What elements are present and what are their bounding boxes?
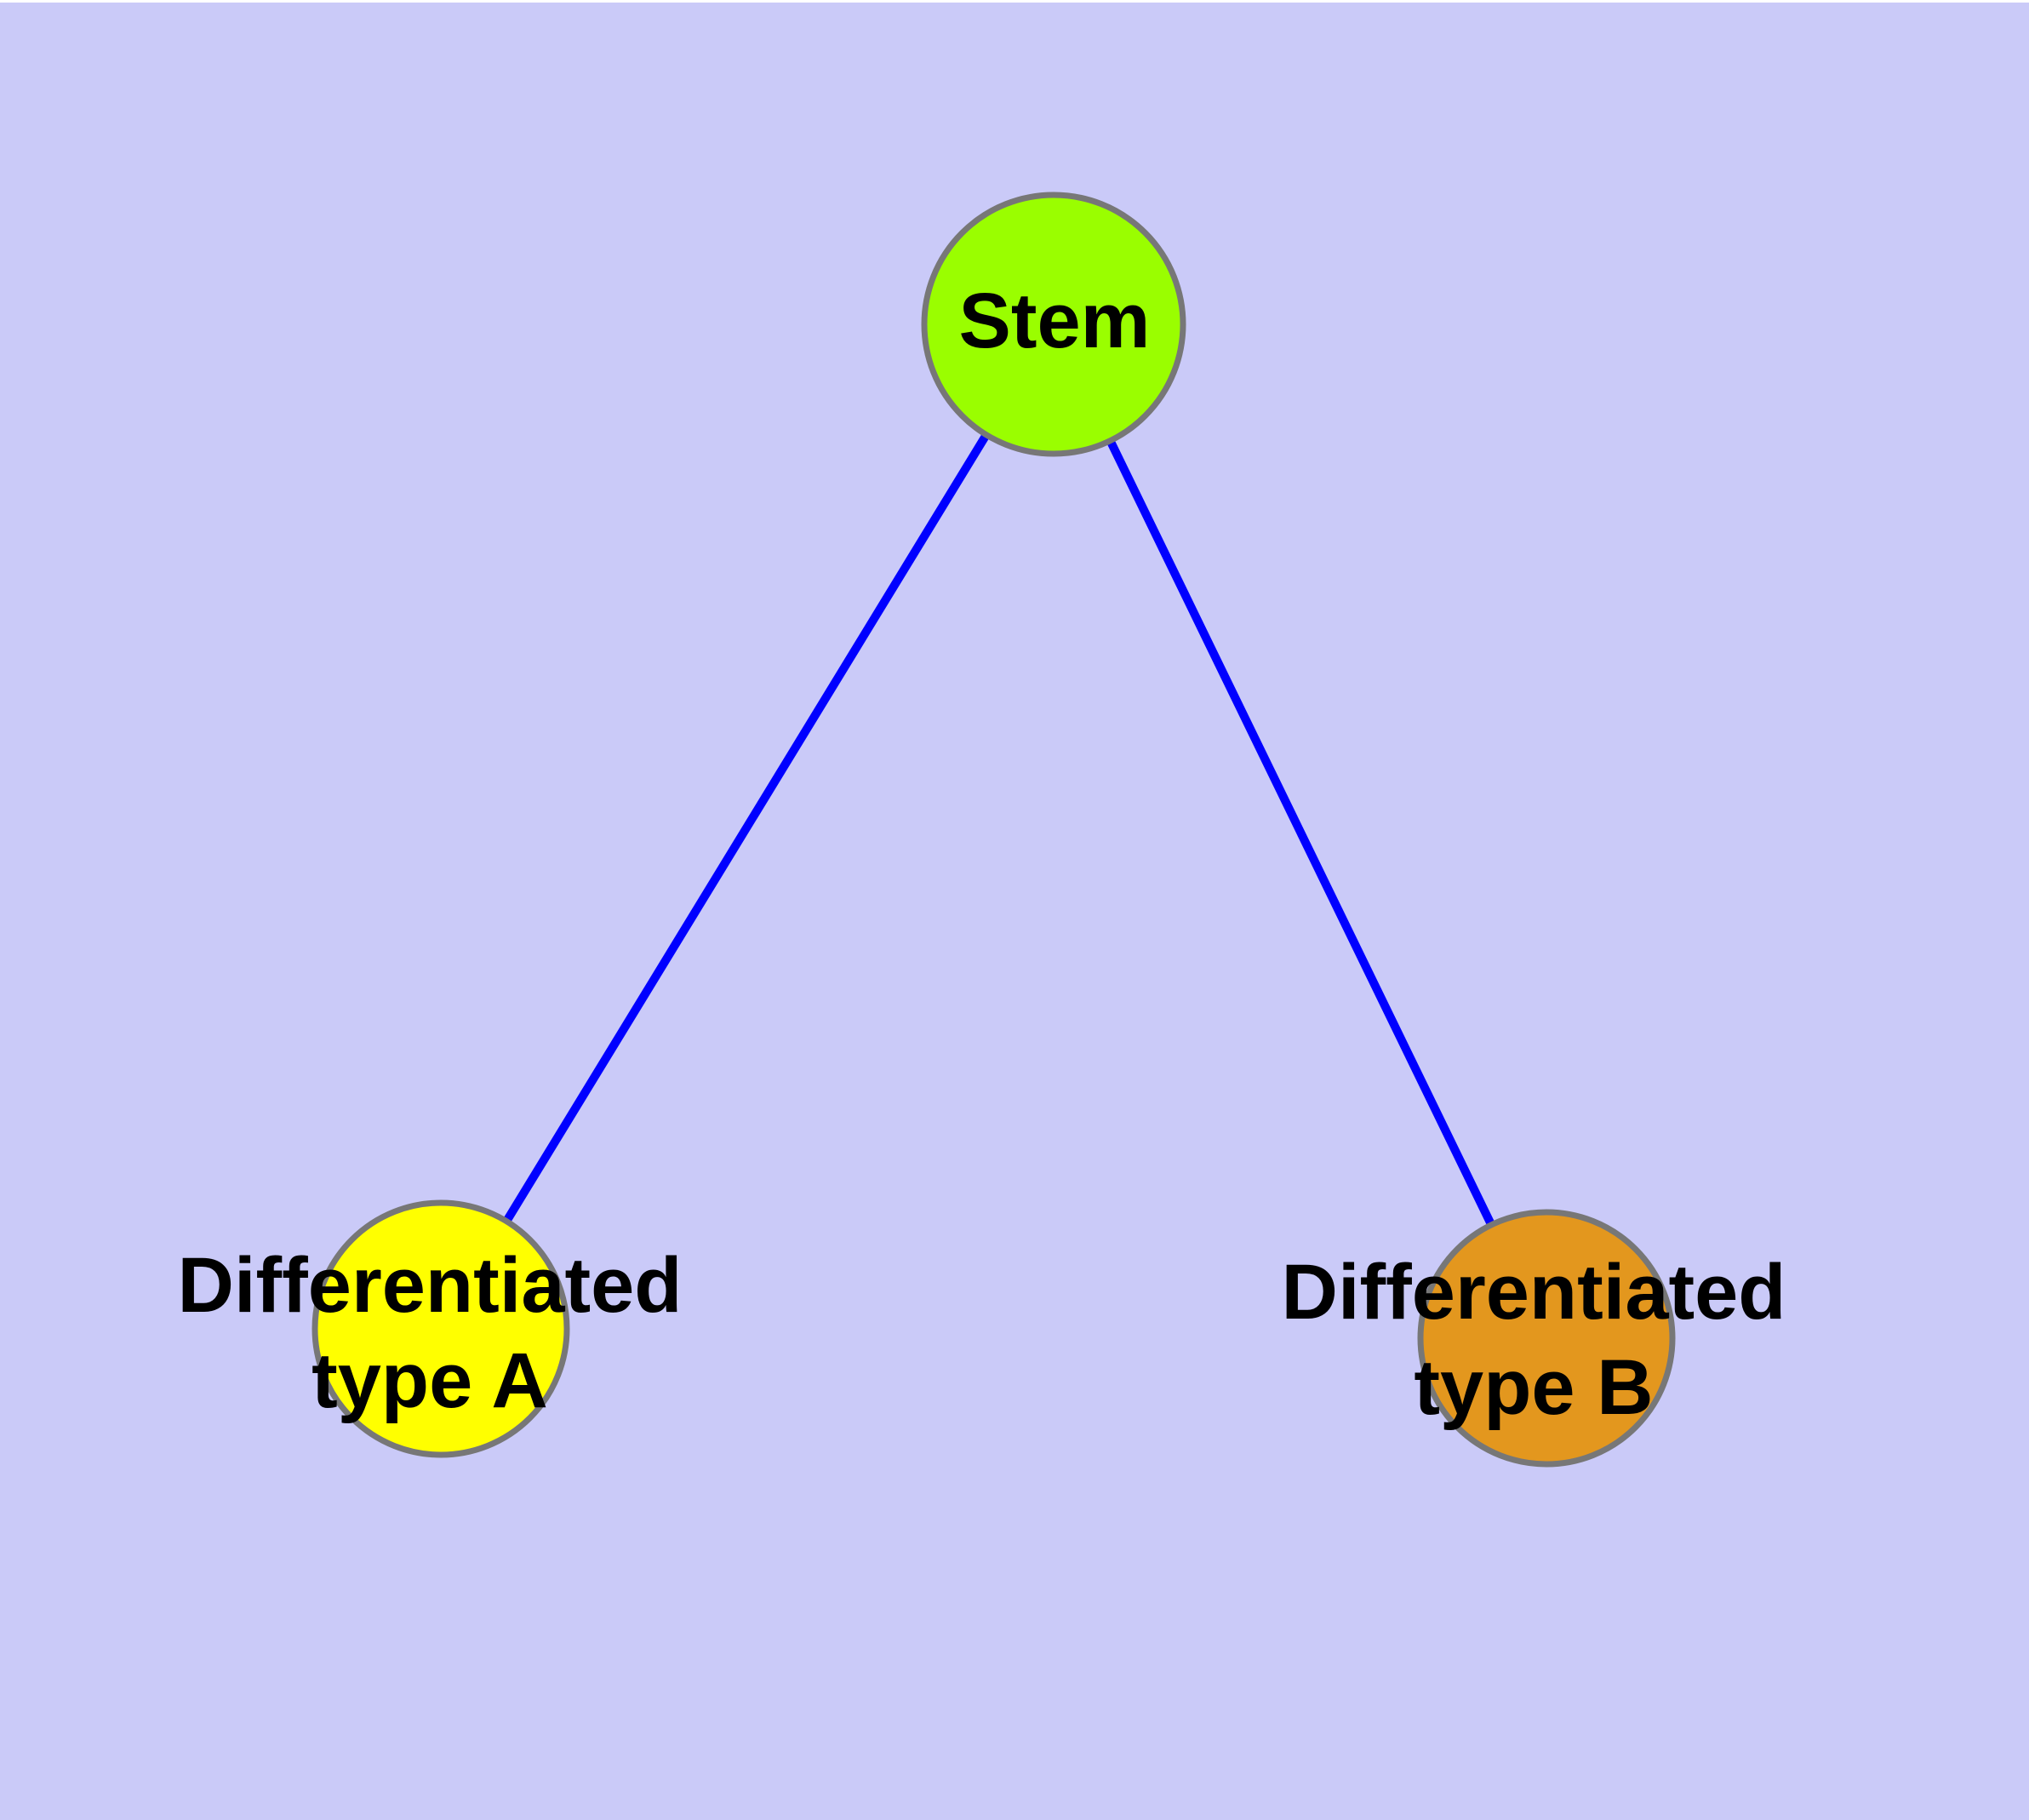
edge-stem-to-type-a [437, 322, 1058, 1331]
node-label-type-a-line1: Differentiated [177, 1242, 683, 1329]
top-white-strip [0, 0, 2029, 3]
node-label-stem-line1: Stem [958, 278, 1151, 364]
node-label-type-b-line1: Differentiated [1281, 1249, 1786, 1336]
node-stem [921, 192, 1186, 457]
node-differentiated-type-b [1417, 1209, 1676, 1468]
node-differentiated-type-a [311, 1199, 570, 1458]
node-label-type-a-line2: type A [311, 1337, 548, 1424]
node-label-differentiated-type-a: Differentiated type A [178, 1238, 683, 1428]
node-label-differentiated-type-b: Differentiated type B [1282, 1245, 1786, 1435]
node-label-stem: Stem [959, 273, 1151, 369]
edge-stem-to-type-b [1049, 322, 1551, 1341]
node-label-type-b-line2: type B [1414, 1344, 1654, 1431]
